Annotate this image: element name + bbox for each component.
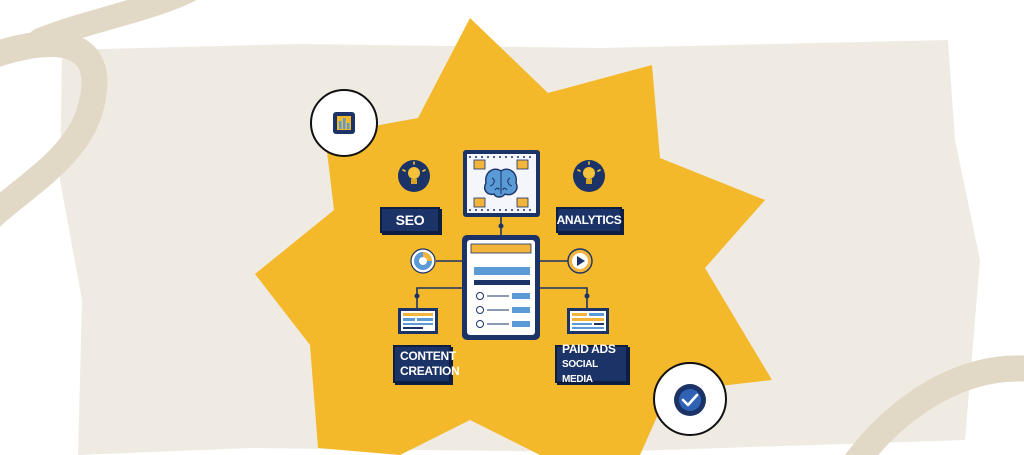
lightbulb-icon-right (573, 160, 605, 192)
connector-lines (416, 216, 588, 308)
checkmark-icon (653, 362, 727, 436)
bar-chart-icon (310, 89, 378, 157)
analytics-label-text: ANALYTICS (556, 212, 622, 227)
paid-label-line1: PAID ADS (562, 341, 616, 356)
analytics-label: ANALYTICS (556, 207, 622, 233)
brain-screen (463, 150, 540, 217)
pie-chart-icon (410, 248, 436, 274)
play-icon (567, 248, 593, 274)
ads-thumbnail-icon (567, 308, 609, 334)
swirl-bottom-right (845, 355, 1024, 455)
swirl-top-arc (28, 0, 197, 52)
paid-ads-label: PAID ADS SOCIAL MEDIA (555, 341, 628, 385)
seo-label-text: SEO (395, 211, 425, 228)
content-creation-label: CONTENT CREATION (393, 345, 460, 383)
paid-label-line2: SOCIAL MEDIA (562, 358, 598, 385)
lightbulb-icon-left (398, 160, 430, 192)
brain-icon (484, 168, 518, 198)
content-label-line1: CONTENT (400, 349, 456, 363)
content-thumbnail-icon (398, 308, 438, 334)
seo-label: SEO (380, 207, 440, 233)
content-label-line2: CREATION (400, 364, 460, 378)
list-panel (462, 235, 540, 340)
